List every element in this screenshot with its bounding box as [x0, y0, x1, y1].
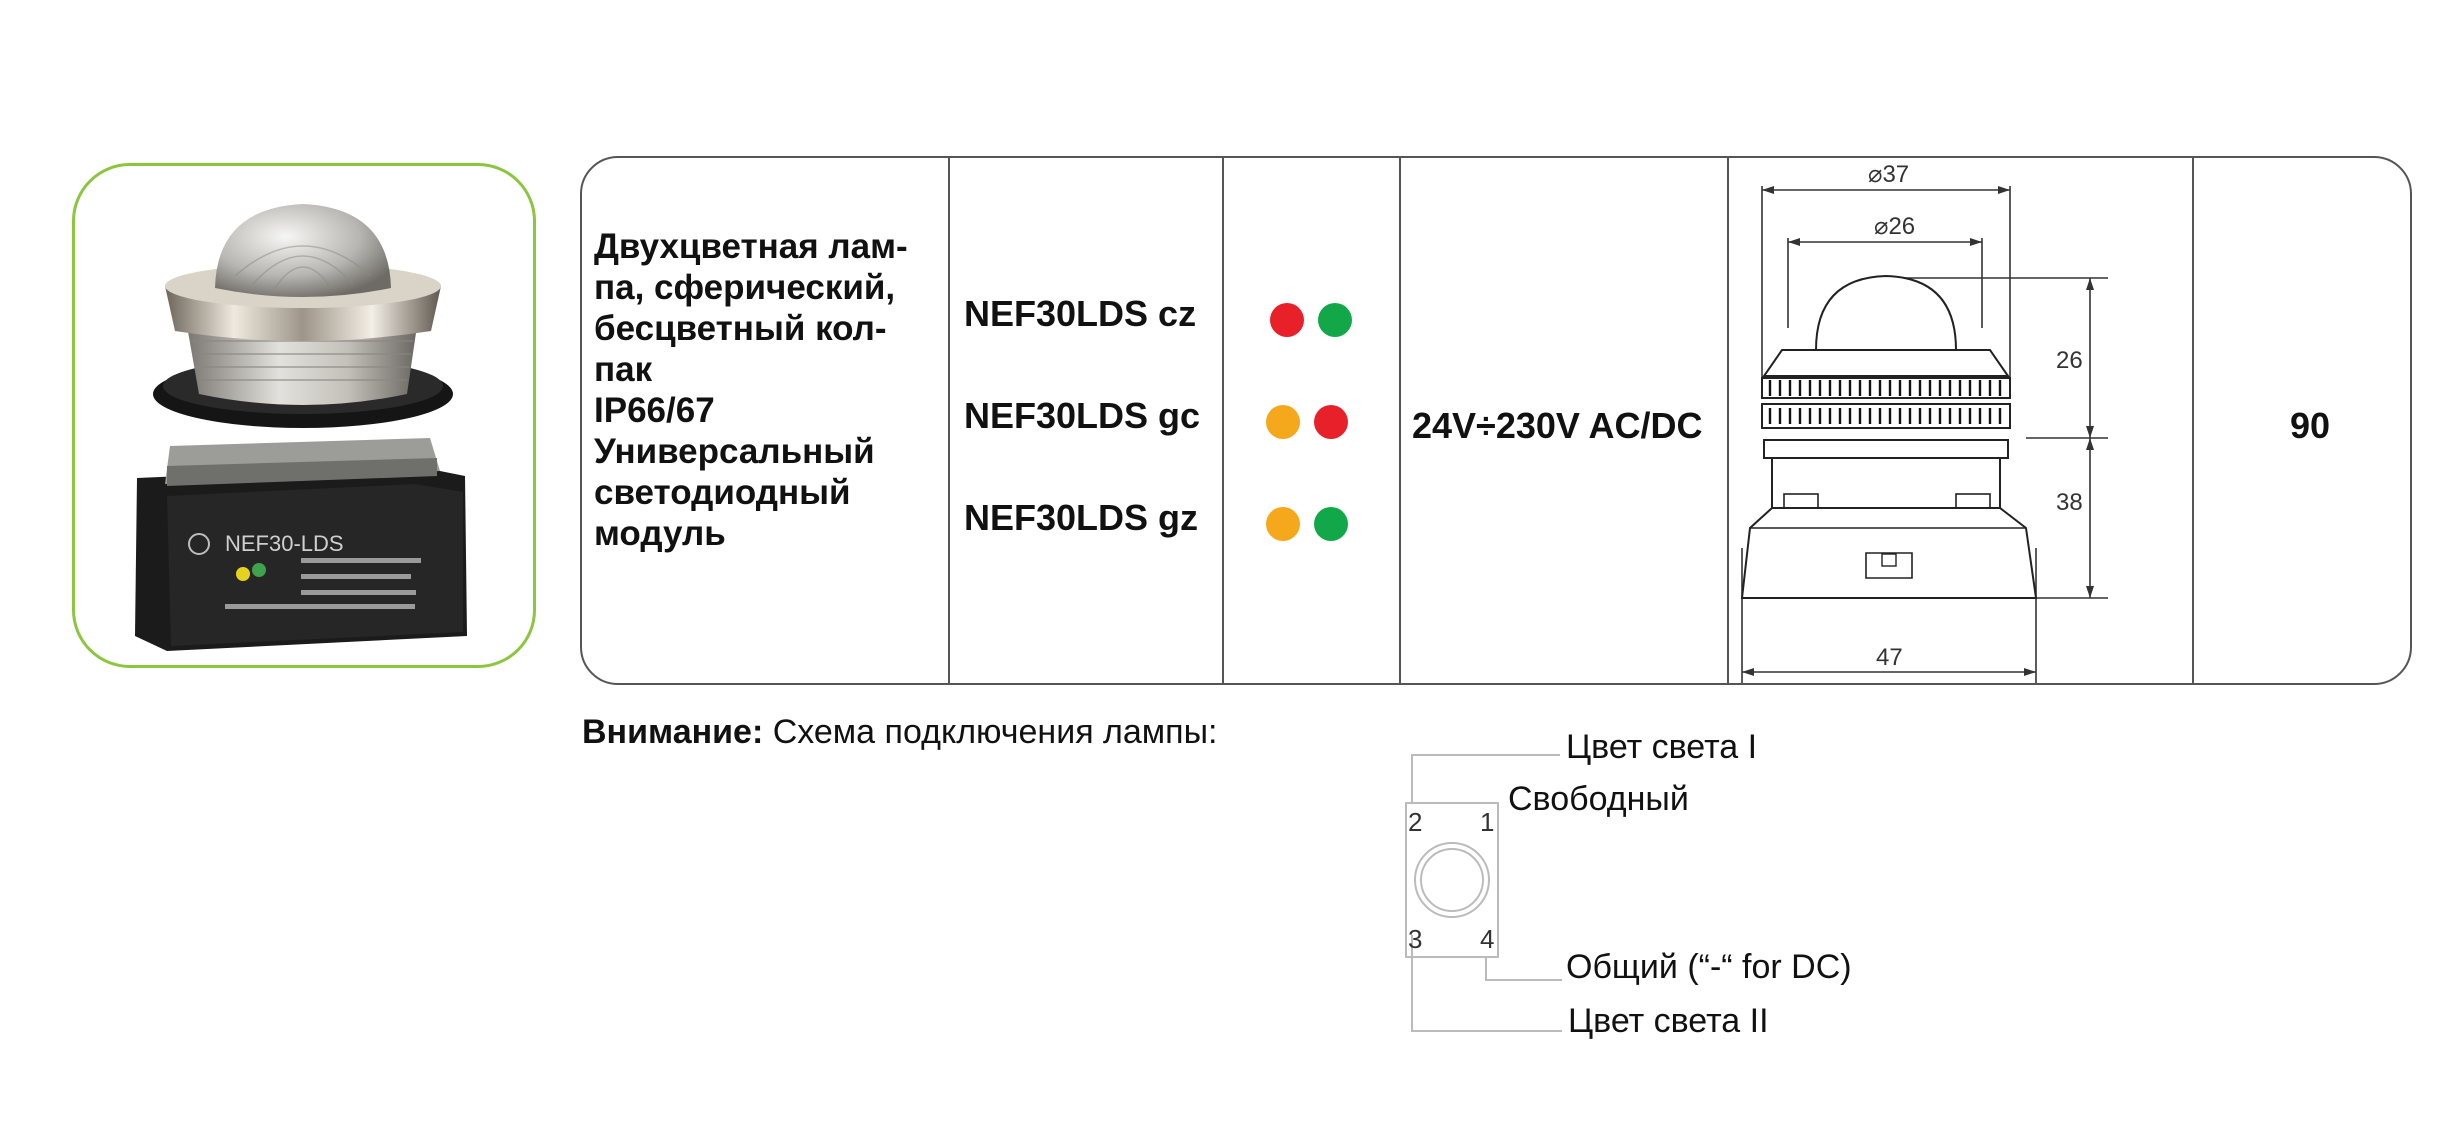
description-line: Двухцветная лам- — [594, 227, 908, 266]
inner-diameter-label: ⌀26 — [1874, 213, 1915, 240]
note-label: Внимание: — [582, 713, 764, 751]
description-line: бесцветный кол- — [594, 309, 887, 348]
color-dot — [1266, 507, 1300, 541]
terminal-label: 2 — [1408, 807, 1422, 837]
description-line: Универсальный — [594, 432, 875, 471]
column-divider — [1222, 158, 1224, 683]
price-value: 90 — [2289, 405, 2331, 446]
width-label: 47 — [1876, 644, 1903, 671]
wiring-label-color-1: Цвет света I — [1566, 728, 1758, 766]
product-photo-frame: NEF30-LDS — [72, 163, 536, 668]
column-divider — [1727, 158, 1729, 683]
variant-code: NEF30LDS gz — [964, 497, 1199, 538]
wiring-note: Внимание: Схема подключения лампы: — [582, 713, 1217, 752]
dimension-drawing: ⌀37 ⌀26 26 38 47 — [1740, 161, 2108, 683]
terminal-label: 4 — [1480, 924, 1494, 954]
description-line: IP66/67 — [594, 391, 715, 430]
note-text: Схема подключения лампы: — [763, 713, 1218, 751]
body-height-label: 38 — [2056, 489, 2083, 516]
color-dot — [1318, 303, 1352, 337]
wiring-label-color-2: Цвет света II — [1568, 1002, 1769, 1040]
color-dot — [1314, 405, 1348, 439]
description-line: модуль — [594, 514, 726, 553]
outer-diameter-label: ⌀37 — [1868, 161, 1909, 188]
photo-marking-text: NEF30-LDS — [225, 531, 344, 556]
wiring-label-common: Общий (“-“ for DC) — [1566, 948, 1852, 986]
column-divider — [1399, 158, 1401, 683]
wiring-label-free: Свободный — [1508, 780, 1689, 818]
terminal-label: 3 — [1408, 924, 1422, 954]
variant-code: NEF30LDS cz — [964, 293, 1197, 334]
description-line: светодиодный — [594, 473, 851, 512]
column-divider — [948, 158, 950, 683]
spec-table: Двухцветная лам- па, сферический, бесцве… — [580, 156, 2412, 685]
voltage-value: 24V÷230V AC/DC — [1412, 405, 1703, 446]
color-dot — [1270, 303, 1304, 337]
column-divider — [2192, 158, 2194, 683]
color-dot — [1266, 405, 1300, 439]
variant-code: NEF30LDS gc — [964, 395, 1201, 436]
product-description: Двухцветная лам- па, сферический, бесцве… — [594, 226, 934, 554]
terminal-label: 1 — [1480, 807, 1494, 837]
description-line: па, сферический, — [594, 268, 896, 307]
wiring-diagram: 2 1 3 4 — [1405, 754, 1562, 1032]
product-photo: NEF30-LDS — [135, 204, 467, 651]
color-dot — [1314, 507, 1348, 541]
description-line: пак — [594, 350, 653, 389]
cap-height-label: 26 — [2056, 347, 2083, 374]
